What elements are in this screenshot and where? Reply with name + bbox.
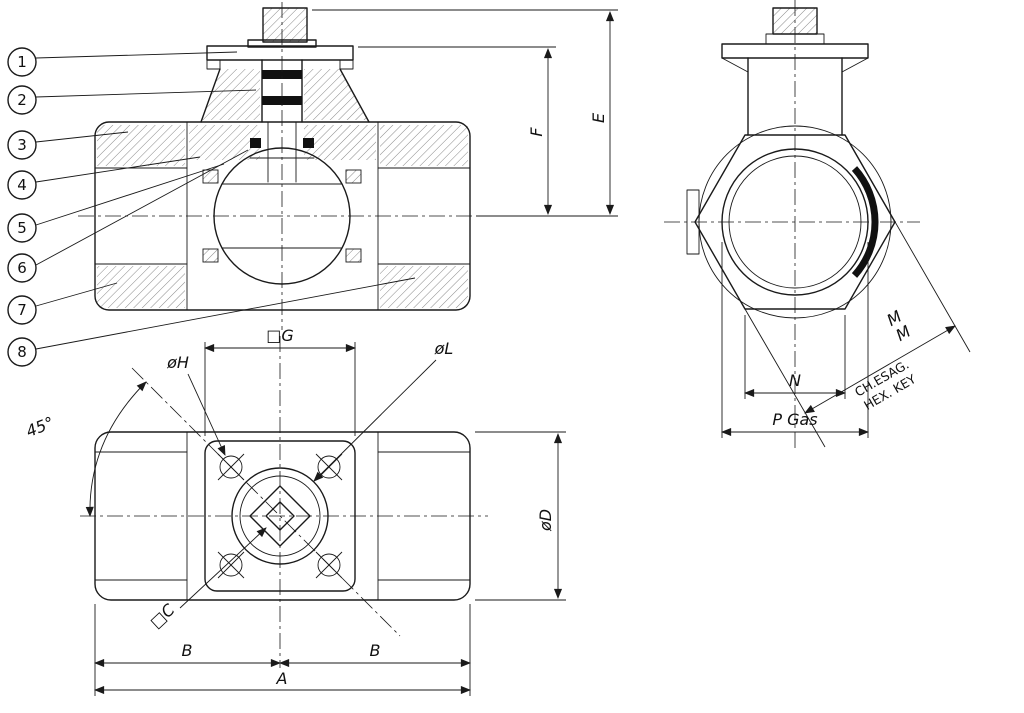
dim-label-G: □G [266, 326, 294, 345]
bonnet-hatch-right [304, 69, 367, 120]
stem-top-hatch1 [263, 8, 307, 42]
left-end-hatch [97, 125, 185, 166]
stem-square-inner [265, 501, 295, 531]
flange-taper-right [841, 57, 869, 73]
stem-square-drive [249, 485, 311, 547]
left-end-hatch-bottom [97, 266, 185, 308]
bonnet-tab-left [206, 59, 221, 70]
dim-label-B-right: B [370, 641, 381, 660]
leader-oL [313, 359, 437, 482]
callout-3: 3 [7, 130, 37, 160]
callout-leader-7 [35, 282, 118, 307]
end-stem-hatch1 [773, 8, 817, 34]
callout-leader-2 [35, 89, 257, 98]
callout-number-4: 4 [17, 176, 27, 194]
bonnet-slant-right [339, 68, 370, 123]
dim-label-N: N [789, 371, 801, 390]
hex-ext-lower [744, 308, 826, 448]
bonnet-hatch-left [202, 69, 260, 120]
dim-label-C: □C [146, 600, 179, 632]
callout-leader-5 [35, 163, 225, 226]
dim-label-F: F [527, 127, 546, 137]
callout-8: 8 [7, 337, 37, 367]
right-end-hatch [380, 125, 468, 166]
seat-right-top [345, 169, 362, 184]
seat-ring-arc [851, 166, 879, 278]
bonnet-tab-right [339, 59, 354, 70]
side-boss [686, 189, 700, 255]
callout-number-2: 2 [17, 91, 27, 109]
bolt-hole-bottom-right [315, 551, 343, 579]
hex-dimline [804, 325, 956, 414]
seat-left-bottom [202, 248, 219, 263]
callout-number-1: 1 [17, 53, 27, 71]
center-wall-hatch-right [304, 125, 376, 160]
bonnet-slant-left [200, 68, 221, 123]
callout-number-8: 8 [17, 343, 27, 361]
callout-5: 5 [7, 213, 37, 243]
callout-leader-4 [35, 156, 201, 183]
center-wall-hatch-left [189, 125, 260, 160]
callout-1: 1 [7, 47, 37, 77]
section-view [78, 2, 486, 330]
dim-E-F: E F [312, 9, 618, 217]
callout-leader-3 [35, 131, 129, 143]
dim-label-oL: øL [434, 339, 454, 358]
stem-boss-outer [231, 467, 329, 565]
callout-number-7: 7 [17, 301, 27, 319]
mounting-flange-square [204, 440, 356, 592]
dim-label-P-gas: P Gas [772, 410, 817, 429]
plan-view: 45° □G øH øL øD □C B B A [23, 326, 566, 696]
dim-label-45: 45° [23, 413, 56, 441]
right-end-hatch-bottom [380, 266, 468, 308]
seat-right-bottom [345, 248, 362, 263]
bolt-hole-top-left [217, 453, 245, 481]
callout-number-5: 5 [17, 219, 27, 237]
plan-diagonal-centerline [131, 367, 401, 637]
stem-top [262, 7, 308, 43]
stem-seal-right [303, 138, 314, 148]
callout-number-6: 6 [17, 259, 27, 277]
bolt-hole-bottom-left [217, 551, 245, 579]
callout-leader-8 [35, 277, 416, 350]
callout-6: 6 [7, 253, 37, 283]
bonnet-plate [206, 45, 354, 61]
thread-circle [728, 155, 862, 289]
callout-leader-1 [35, 51, 238, 59]
callout-leader-6 [35, 149, 249, 266]
leader-C [179, 527, 267, 609]
dim-label-E: E [589, 112, 608, 123]
stem-seal-left [250, 138, 261, 148]
stem-boss-inner [239, 475, 321, 557]
bore-circle [721, 148, 869, 296]
callouts: 1 2 3 4 5 6 7 8 [7, 47, 416, 367]
bolt-hole-top-right [315, 453, 343, 481]
callout-4: 4 [7, 170, 37, 200]
hex-ext-upper [844, 134, 971, 353]
flange-taper-left [721, 57, 749, 73]
seat-left-top [202, 169, 219, 184]
callout-number-3: 3 [17, 136, 27, 154]
end-view: N P Gas M M CH.ESAG. HEX. KEY [664, 0, 971, 450]
dim-label-oH: øH [166, 353, 189, 372]
stem-oring-lower [262, 96, 302, 105]
end-stem-washer [765, 33, 825, 45]
callout-7: 7 [7, 295, 37, 325]
angle-45-arc [85, 381, 147, 518]
dim-label-oD: øD [536, 509, 555, 532]
callout-2: 2 [7, 85, 37, 115]
dim-label-A: A [276, 669, 288, 688]
stem-oring-upper [262, 70, 302, 79]
leader-oH [187, 373, 226, 456]
dim-label-B-left: B [182, 641, 193, 660]
